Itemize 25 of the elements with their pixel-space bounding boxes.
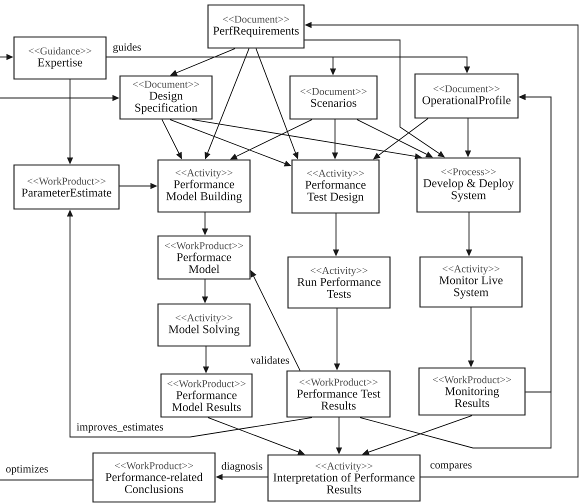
stereotype-box: <<Document>> Scenarios [289,75,378,120]
edge-label: optimizes [4,464,50,476]
stereotype-box: <<WorkProduct>> Performance Model Results [160,373,253,418]
stereotype-box: <<Activity>> Performance Test Design [291,159,380,214]
stereotype-box: <<WorkProduct>> ParameterEstimate [13,164,120,210]
edge-label: diagnosis [220,461,264,473]
stereotype-box: <<Activity>> Run Performance Tests [287,256,391,309]
stereotype-box: <<WorkProduct>> Monitoring Results [418,367,526,416]
stereotype-box: <<Document>> Design Specification [119,75,213,120]
edge-label: validates [250,355,290,365]
stereotype-box: <<Activity>> Interpretation of Performance Results [267,454,421,502]
stereotype-box: <<Process>> Develop & Deploy System [416,157,521,213]
edge-label: compares [429,462,473,472]
stereotype-box: <<Activity>> Monitor Live System [419,256,523,308]
edge-label: guides [112,42,142,54]
stereotype-box: <<Guidance>> Expertise [13,36,107,80]
stereotype-box: <<WorkProduct>> Performace Model [157,235,251,280]
arrow [373,118,428,160]
stereotype-box: <<Document>> PerfRequirements [207,4,305,49]
stereotype-box: <<Document>> OperationalProfile [414,73,519,119]
stereotype-box: <<WorkProduct>> Performance-related Conclusions [92,452,216,503]
stereotype-box: <<WorkProduct>> Performance Test Results [286,370,391,418]
stereotype-box: <<Activity>> Performance Model Building [157,159,251,213]
stereotype-box: <<Activity>> Model Solving [157,303,251,347]
edge-label: improves_estimates [75,422,165,434]
